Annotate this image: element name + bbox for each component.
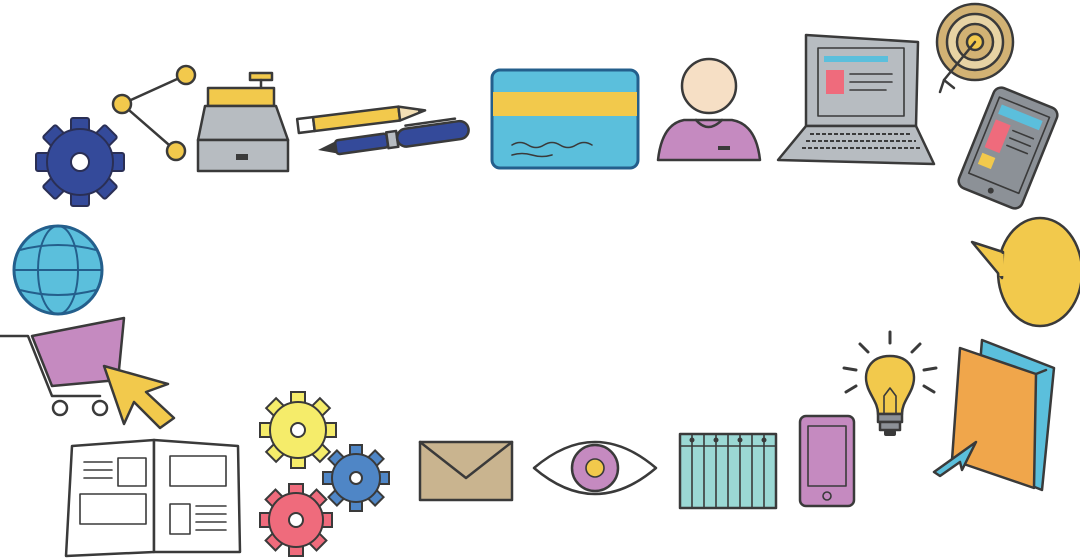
book-icon bbox=[950, 338, 1056, 492]
eye-icon bbox=[532, 440, 658, 496]
target-icon bbox=[935, 2, 1015, 94]
tablet-icon bbox=[957, 86, 1059, 210]
envelope-icon bbox=[418, 440, 514, 502]
credit-card-icon bbox=[490, 68, 640, 170]
globe-icon bbox=[12, 224, 104, 316]
cursor-arrow-icon bbox=[102, 364, 176, 430]
laptop-icon bbox=[776, 33, 936, 166]
share-icon bbox=[111, 64, 197, 162]
cursor-arrow-icon bbox=[932, 440, 978, 478]
cash-register-icon bbox=[196, 71, 290, 173]
gear-icon bbox=[35, 117, 125, 207]
lightbulb-icon bbox=[842, 330, 938, 436]
gears-icon bbox=[259, 391, 390, 557]
user-icon bbox=[656, 57, 762, 162]
smartphone-icon bbox=[798, 414, 856, 508]
calendar-grid-icon bbox=[678, 432, 778, 510]
pencil-icon bbox=[295, 105, 427, 135]
newspaper-icon bbox=[64, 438, 242, 558]
pen-icon bbox=[318, 117, 470, 156]
speech-bubble-icon bbox=[970, 216, 1080, 328]
